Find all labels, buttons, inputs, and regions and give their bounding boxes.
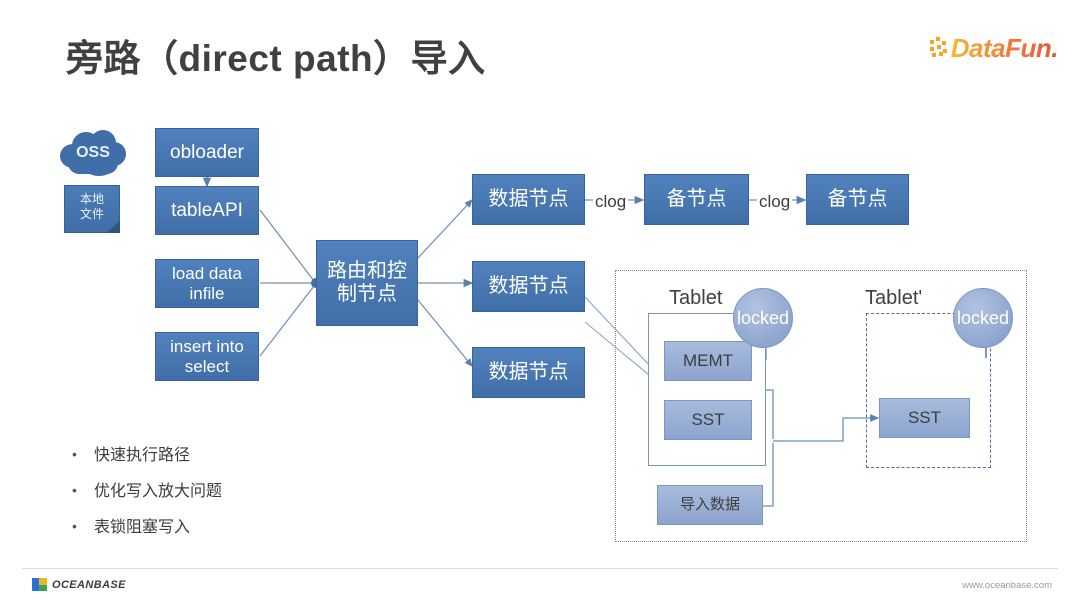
bullet-text-3: 表锁阻塞写入 [94,519,191,537]
datafun-dots-icon [929,37,950,59]
standby-node-1[interactable]: 备节点 [644,174,749,225]
standby-node-2-label: 备节点 [827,188,888,210]
sst-box-before[interactable]: SST [664,400,752,440]
entry-box-tableapi-label: tableAPI [171,199,243,221]
router-control-node[interactable]: 路由和控 制节点 [316,240,418,326]
bullet-marker-1: • [72,446,77,462]
bullet-text-2: 优化写入放大问题 [94,483,223,501]
page-title: 旁路（direct path）导入 [66,38,486,79]
bullet-list: • 快速执行路径 • 优化写入放大问题 • 表锁阻塞写入 [72,446,402,555]
clog-label-2: clog [757,192,793,212]
standby-node-1-label: 备节点 [666,188,727,210]
oss-cloud-icon: OSS [58,128,128,178]
footer-divider [22,568,1058,569]
data-node-3[interactable]: 数据节点 [472,347,585,398]
locked-badge-after-label: locked [956,307,1010,328]
entry-box-load-data-infile[interactable]: load data infile [155,259,259,308]
entry-box-load-data-infile-label-line2: infile [189,283,225,303]
oss-label: OSS [76,144,110,161]
sst-box-before-label: SST [691,410,725,430]
clog-label-1: clog [593,192,629,212]
entry-box-obloader-label: obloader [170,141,244,163]
bullet-item-2: • 优化写入放大问题 [72,482,402,501]
detail-panel [615,270,1027,542]
oceanbase-logo: OCEANBASE [32,578,126,591]
tablet-after-label: Tablet' [865,287,923,309]
locked-badge-before: locked [733,288,793,348]
memt-box-label: MEMT [682,351,734,371]
locked-badge-after: locked [953,288,1013,348]
oceanbase-mark-icon [32,578,47,591]
bullet-item-1: • 快速执行路径 [72,446,402,465]
sst-box-after[interactable]: SST [879,398,970,438]
local-file-icon: 本地 文件 [64,185,120,233]
data-node-2[interactable]: 数据节点 [472,261,585,312]
import-data-box[interactable]: 导入数据 [657,485,763,525]
entry-box-obloader[interactable]: obloader [155,128,259,177]
oceanbase-logo-text: OCEANBASE [52,578,126,591]
data-node-1-label: 数据节点 [488,188,569,210]
data-node-2-label: 数据节点 [488,275,569,297]
datafun-logo: DataFun. [929,32,1059,63]
locked-badge-before-label: locked [736,307,790,328]
bullet-text-1: 快速执行路径 [94,447,191,464]
footer-url: www.oceanbase.com [962,580,1052,591]
tablet-before-label: Tablet [669,287,723,309]
memt-box[interactable]: MEMT [664,341,752,381]
data-node-1[interactable]: 数据节点 [472,174,585,225]
import-data-box-label: 导入数据 [679,496,740,514]
data-node-3-label: 数据节点 [488,361,569,383]
local-file-label-line2: 文件 [79,207,104,221]
entry-box-insert-into-select-label-line1: insert into [170,336,244,356]
tablet-before-container [648,313,766,466]
tablet-after-container [866,313,991,468]
entry-box-load-data-infile-label-line1: load data [172,263,242,283]
local-file-label-line1: 本地 [79,192,104,206]
bullet-marker-2: • [72,482,77,499]
standby-node-2[interactable]: 备节点 [806,174,909,225]
entry-box-insert-into-select[interactable]: insert into select [155,332,259,381]
router-control-node-label-line1: 路由和控 [327,260,407,282]
router-control-node-label-line2: 制节点 [337,283,397,305]
local-file-label: 本地 文件 [64,185,120,229]
bullet-marker-3: • [72,518,77,535]
sst-box-after-label: SST [907,408,942,428]
datafun-logo-text: DataFun. [950,32,1059,63]
bullet-item-3: • 表锁阻塞写入 [72,518,402,537]
entry-box-insert-into-select-label-line2: select [184,356,230,376]
entry-box-tableapi[interactable]: tableAPI [155,186,259,235]
